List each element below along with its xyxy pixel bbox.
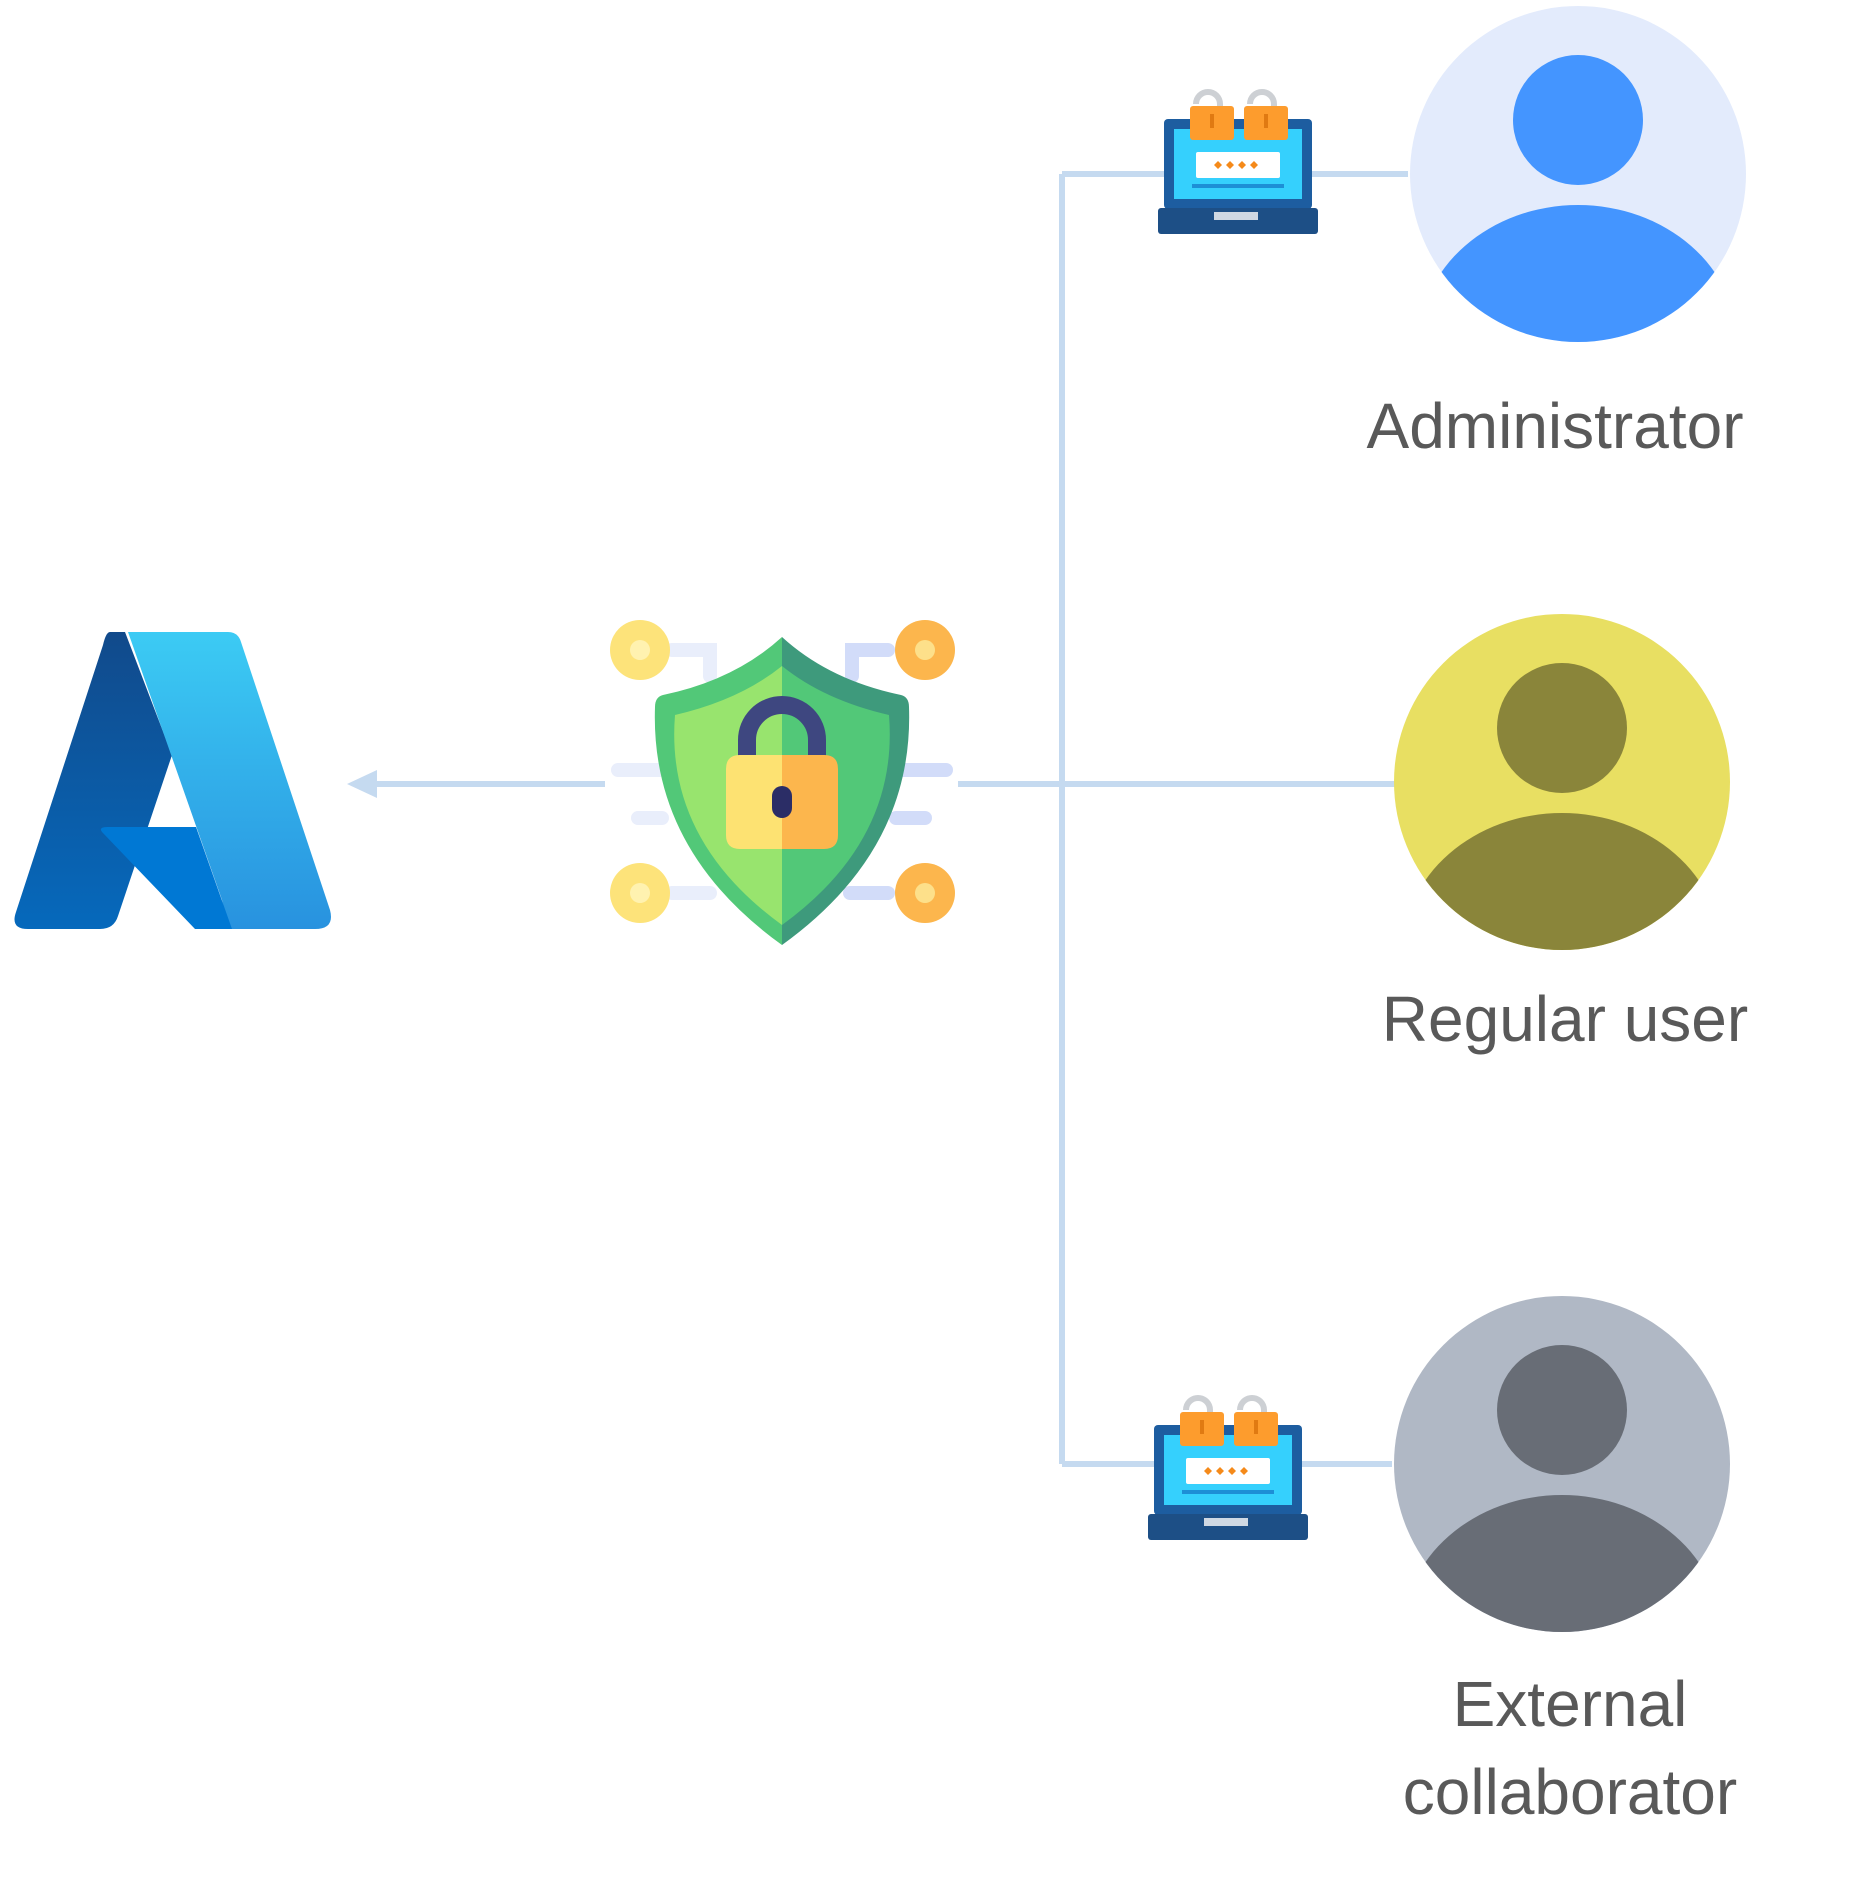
admin-laptop-password-icon (1158, 89, 1318, 234)
admin-user-icon (1410, 6, 1746, 342)
regular-user-label: Regular user (1381, 983, 1749, 1055)
external-collaborator-label-line2: collaborator (1402, 1756, 1738, 1828)
external-user-icon (1394, 1296, 1730, 1632)
external-collaborator-label-line1: External (1452, 1668, 1688, 1740)
azure-logo (14, 632, 331, 929)
regular-user-icon (1394, 614, 1730, 950)
connector-lines (365, 171, 1408, 1467)
shield-lock-icon (610, 620, 955, 945)
external-laptop-password-icon (1148, 1395, 1308, 1540)
arrowhead-left (347, 770, 377, 798)
admin-label: Administrator (1366, 390, 1744, 462)
